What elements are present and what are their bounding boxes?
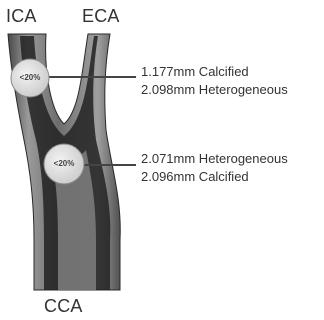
measurement-line: 2.098mm Heterogeneous <box>141 81 288 99</box>
finding-cca: 2.071mm Heterogeneous 2.096mm Calcified <box>141 150 288 186</box>
label-cca: CCA <box>44 296 83 316</box>
stenosis-badge-cca: <20% <box>49 159 79 169</box>
label-ica: ICA <box>6 6 37 26</box>
finding-ica: 1.177mm Calcified 2.098mm Heterogeneous <box>141 63 288 99</box>
measurement-line: 2.096mm Calcified <box>141 168 288 186</box>
measurement-line: 1.177mm Calcified <box>141 63 288 81</box>
label-eca: ECA <box>82 6 120 26</box>
measurement-line: 2.071mm Heterogeneous <box>141 150 288 168</box>
stenosis-badge-ica: <20% <box>15 73 45 83</box>
